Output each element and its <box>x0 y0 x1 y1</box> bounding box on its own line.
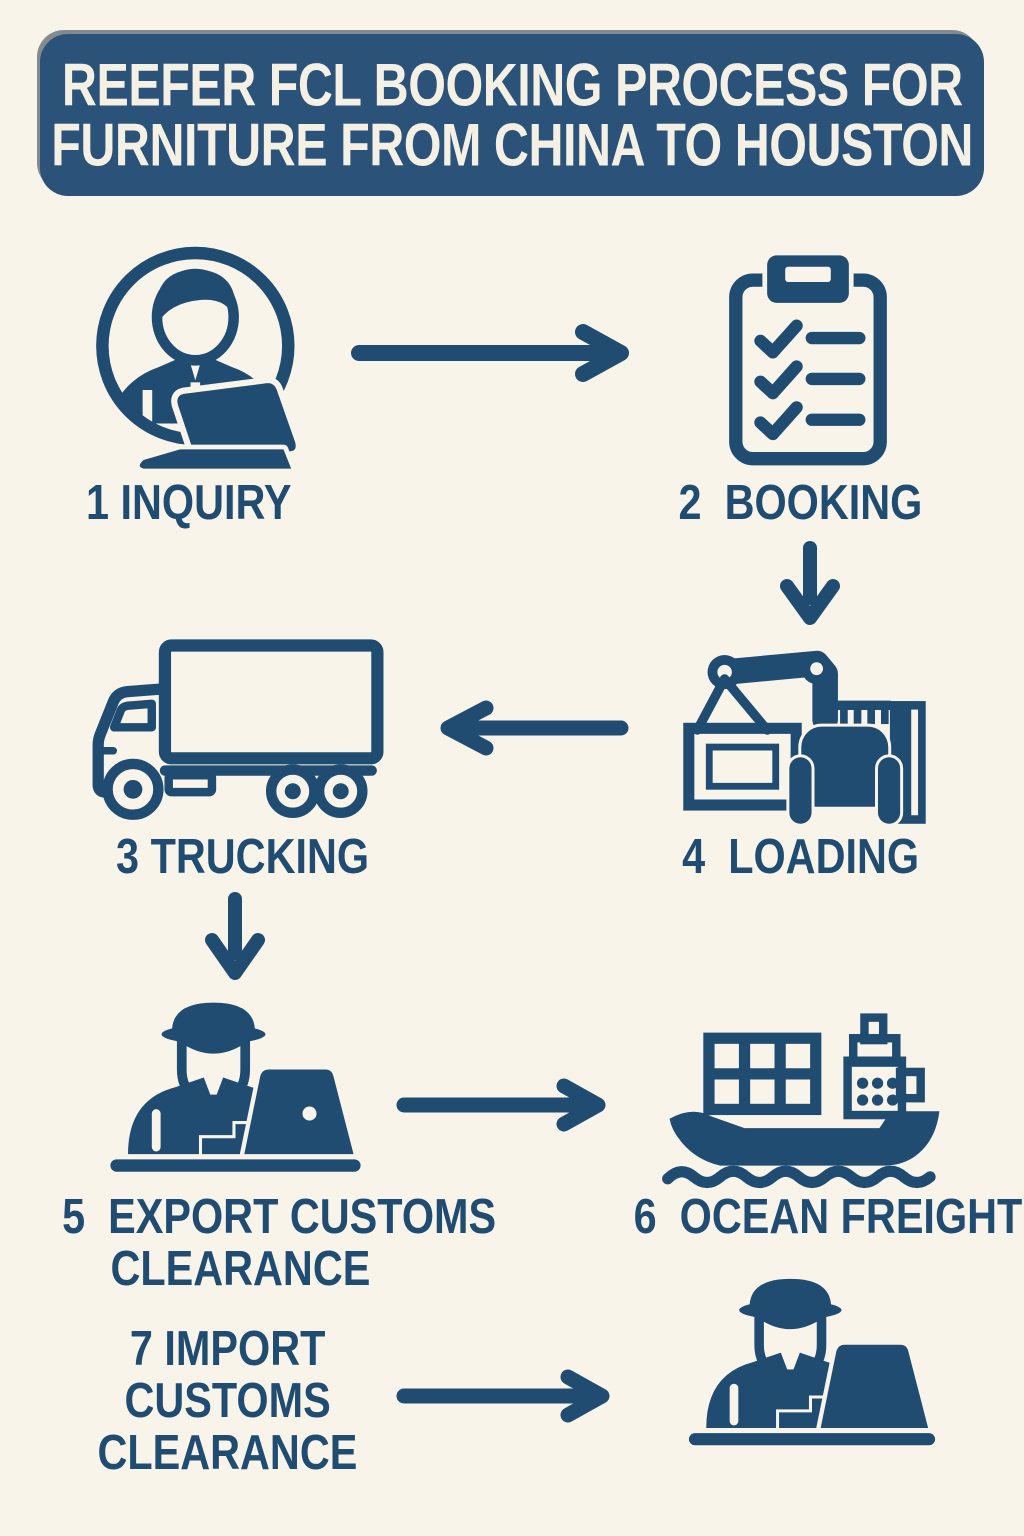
down-arrow-icon <box>205 892 265 980</box>
title-line-2: FURNITURE FROM CHINA TO HOUSTON <box>51 111 973 179</box>
step-3-text: 3 TRUCKING <box>116 828 370 884</box>
crane-loading-furniture-icon <box>658 638 948 834</box>
customs-officer-laptop-icon <box>88 992 383 1177</box>
customs-officer-laptop-icon-svg <box>110 1002 361 1172</box>
clipboard-checklist-icon-svg <box>729 250 887 466</box>
arrow-loading-to-trucking-icon <box>420 700 635 756</box>
step-5-text-line-2: CLEARANCE <box>110 1240 371 1296</box>
customs-officer-laptop-icon-svg <box>688 1278 936 1446</box>
arrow-trucking-to-export-customs-icon <box>203 892 267 989</box>
step-6-text: 6 OCEAN FREIGHT <box>633 1188 1023 1244</box>
step-label-inquiry: 1 INQUIRY <box>86 474 426 530</box>
arrow-export-customs-to-ocean-freight-icon <box>392 1078 632 1132</box>
arrow-booking-to-loading-icon <box>778 541 842 634</box>
right-arrow-icon <box>396 1078 606 1132</box>
title-banner: REEFER FCL BOOKING PROCESS FOR FURNITURE… <box>40 34 984 196</box>
step-7-text-line-3: CLEARANCE <box>97 1424 358 1480</box>
step-1-text: 1 INQUIRY <box>86 474 292 530</box>
container-ship-icon-svg <box>662 1013 940 1189</box>
crane-loading-furniture-icon-svg <box>683 650 926 827</box>
right-arrow-icon <box>396 1369 610 1423</box>
step-label-trucking: 3 TRUCKING <box>78 828 408 884</box>
step-2-text: 2 BOOKING <box>678 474 923 530</box>
arrow-inquiry-to-booking-icon <box>345 324 665 382</box>
box-truck-icon-svg <box>92 639 384 820</box>
person-at-laptop-icon-svg <box>96 246 302 474</box>
step-label-import-customs: 7 IMPORT CUSTOMS CLEARANCE <box>45 1320 410 1480</box>
step-4-text: 4 LOADING <box>682 828 919 884</box>
step-7-text-line-2: CUSTOMS <box>124 1372 331 1428</box>
box-truck-icon <box>72 638 397 826</box>
step-label-booking: 2 BOOKING <box>648 474 953 530</box>
step-label-ocean-freight: 6 OCEAN FREIGHT <box>612 1188 1023 1243</box>
left-arrow-icon <box>440 700 629 756</box>
step-label-loading: 4 LOADING <box>648 828 953 884</box>
arrow-import-customs-to-officer-icon <box>392 1369 637 1423</box>
clipboard-checklist-icon <box>712 244 904 472</box>
person-at-laptop-icon <box>88 238 318 474</box>
title-line-1: REEFER FCL BOOKING PROCESS FOR <box>61 51 963 119</box>
down-arrow-icon <box>780 541 840 625</box>
right-arrow-icon <box>351 324 629 382</box>
step-7-text-line-1: 7 IMPORT <box>129 1320 326 1376</box>
step-label-export-customs: 5 EXPORT CUSTOMS CLEARANCE <box>38 1188 496 1296</box>
step-5-text-line-1: 5 EXPORT CUSTOMS <box>62 1188 497 1244</box>
customs-officer-laptop-icon <box>682 1262 942 1457</box>
container-ship-icon <box>652 1012 957 1190</box>
